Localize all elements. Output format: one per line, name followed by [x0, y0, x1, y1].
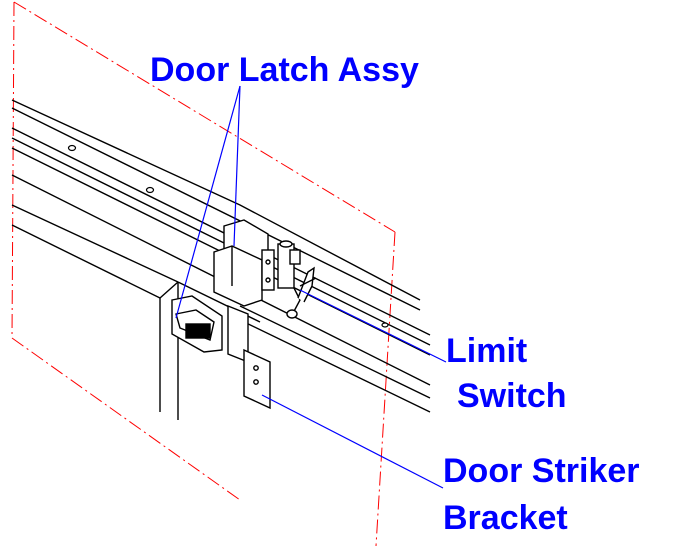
door-striker-bracket-label-line1: Door Striker [443, 452, 640, 490]
leader-door-striker [261, 394, 444, 489]
limit-switch-label-line2: Switch [457, 377, 567, 415]
door-striker-bracket-label-line2: Bracket [443, 499, 568, 537]
leader-door-latch-to-handle [175, 85, 241, 319]
door-striker-bracket [227, 304, 271, 410]
leader-lines [175, 85, 447, 489]
door-handle [171, 295, 223, 353]
limit-switch-label-line1: Limit [446, 332, 528, 370]
leader-limit-switch [299, 289, 447, 363]
section-boundary [11, 1, 396, 546]
frame-rails [11, 99, 431, 413]
limit-switch [277, 240, 317, 319]
leader-door-latch-to-housing [233, 85, 241, 247]
mounting-holes [67, 144, 389, 328]
door-latch-assy-label: Door Latch Assy [150, 51, 419, 89]
door-latch-housing [213, 219, 275, 307]
